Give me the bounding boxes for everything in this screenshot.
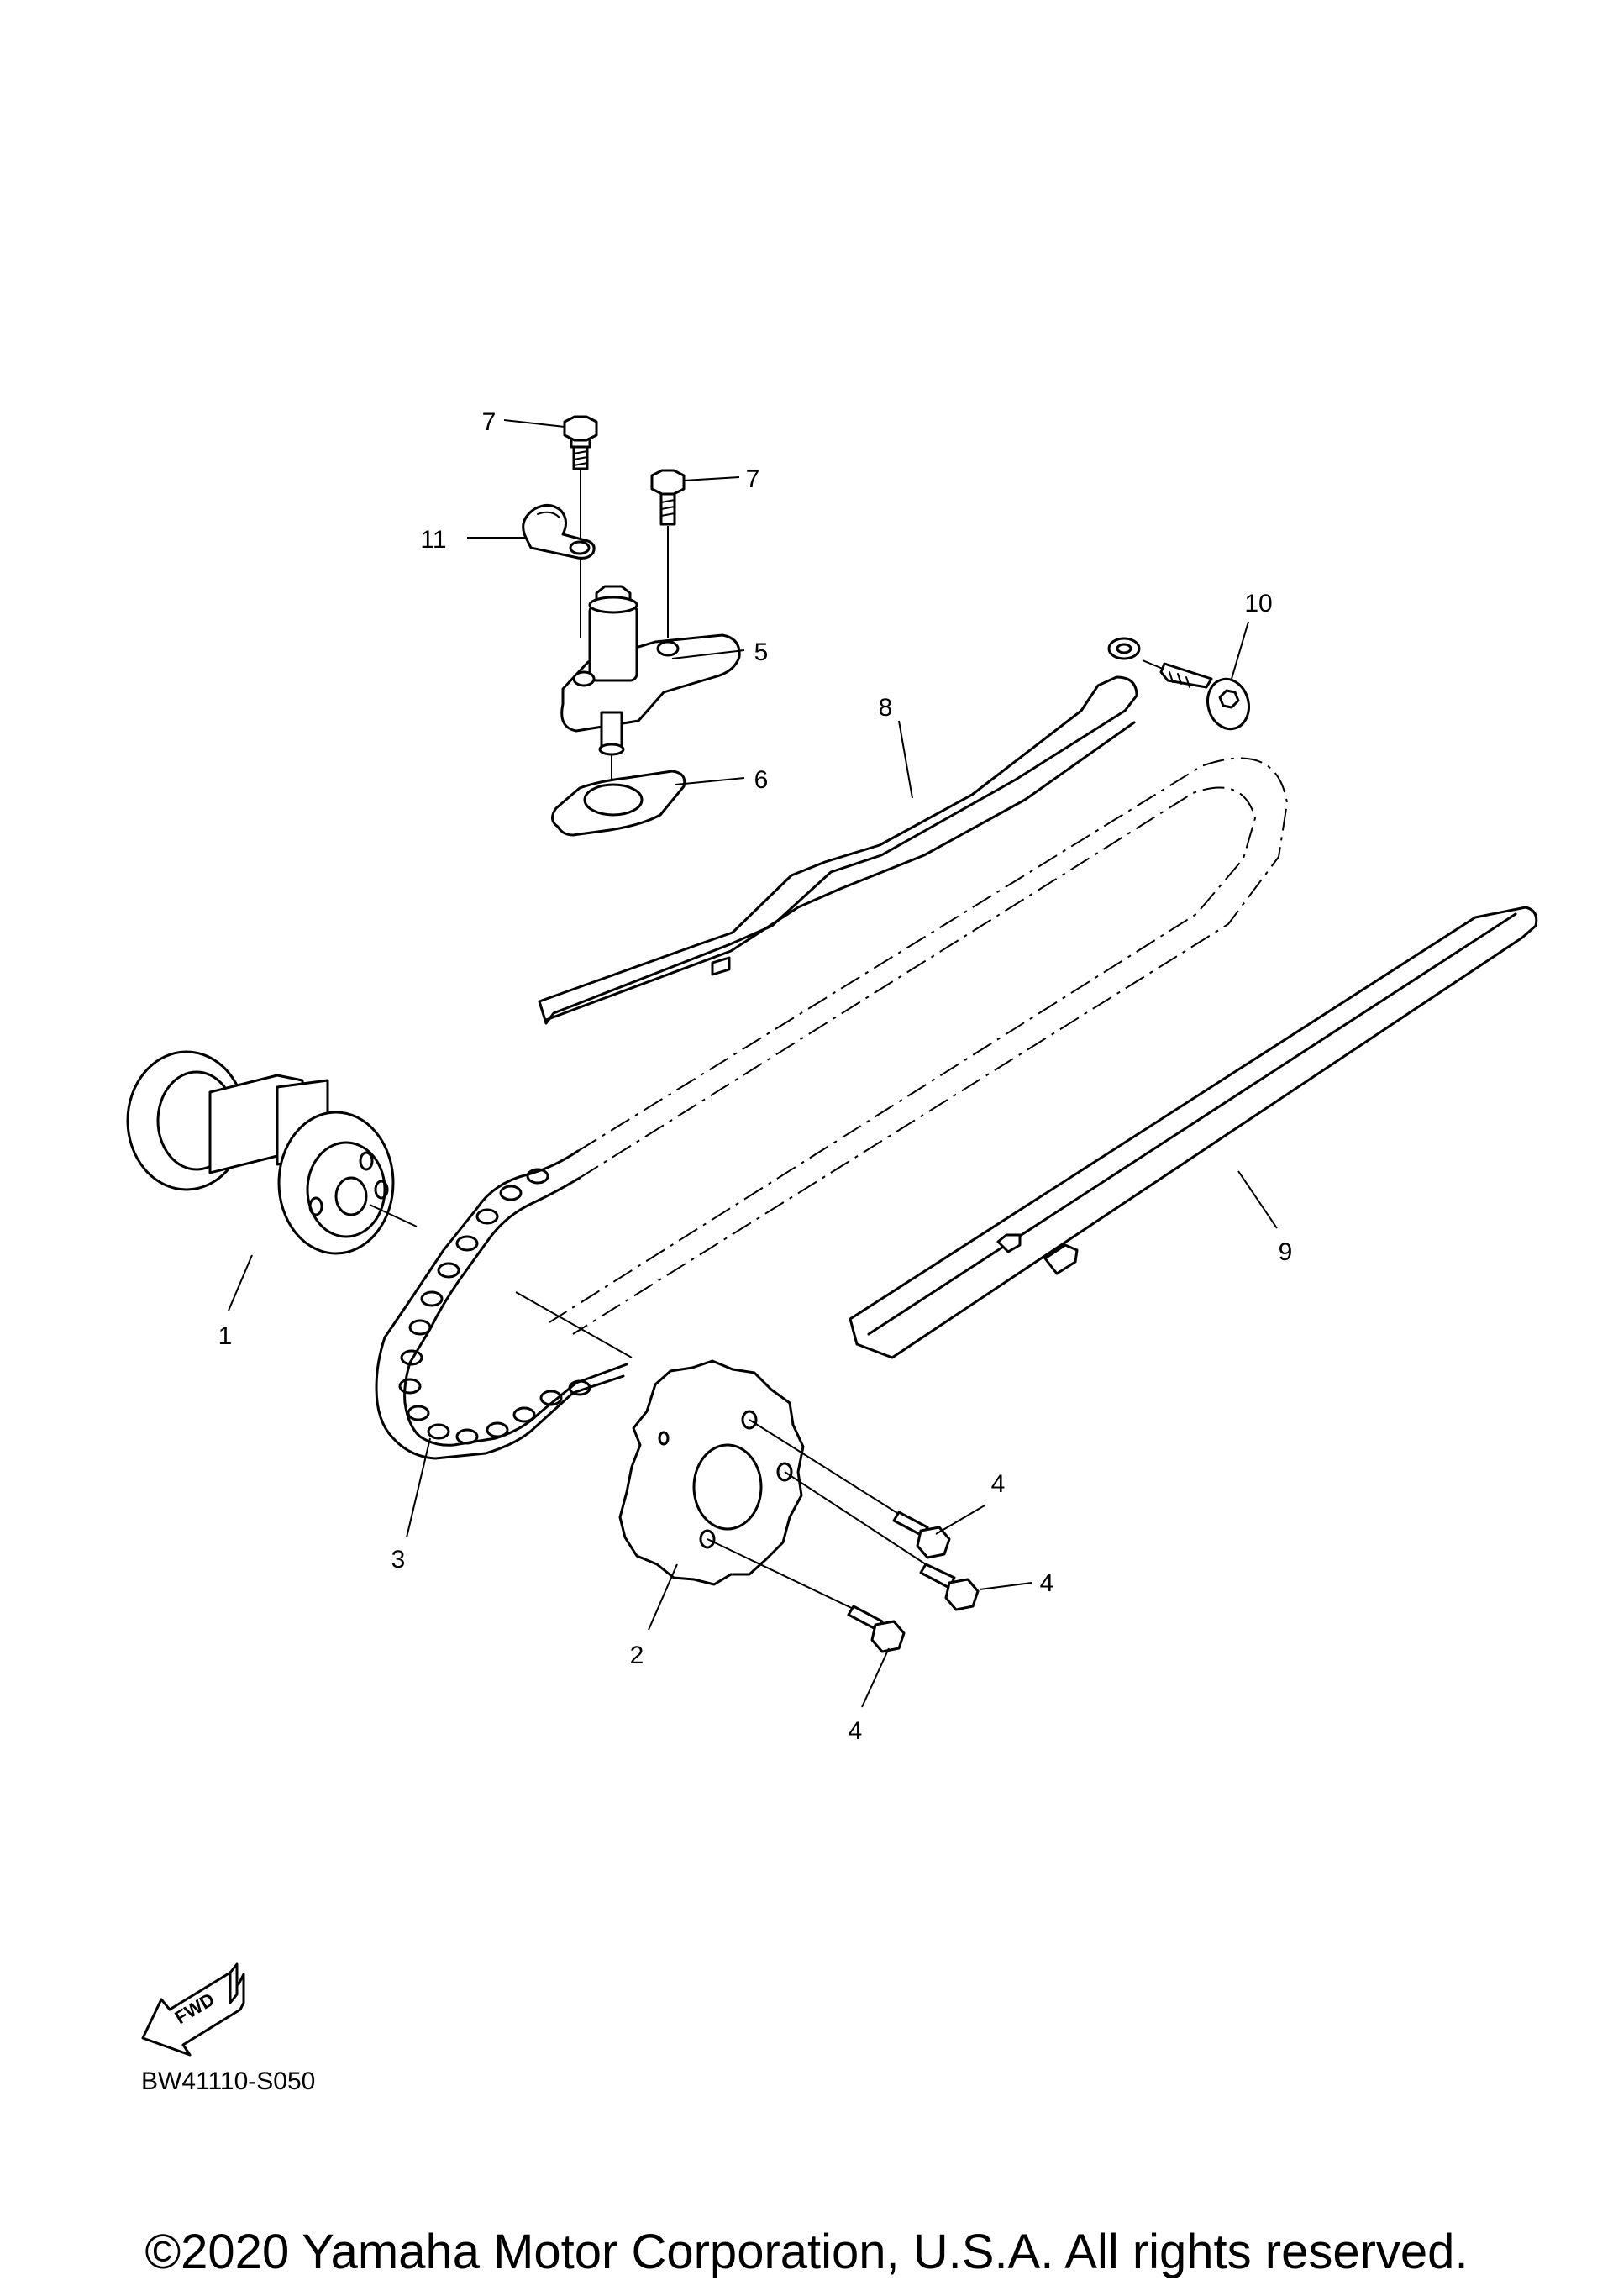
leader-4a [935, 1505, 985, 1535]
cam-chain-3 [375, 757, 1289, 1460]
leader-10 [1231, 621, 1249, 680]
dashline-camshaft-center [515, 1291, 633, 1358]
leader-6 [675, 777, 745, 785]
callout-8: 8 [879, 694, 893, 722]
fwd-arrow-icon: FWD [141, 1962, 245, 2057]
dashline-pivot-bolt [1142, 659, 1164, 670]
leader-5 [671, 649, 745, 659]
callout-6: 6 [754, 766, 769, 794]
gasket-6 [551, 770, 686, 837]
callout-2: 2 [630, 1642, 644, 1669]
camshaft-1 [126, 1050, 395, 1255]
leader-9 [1237, 1170, 1278, 1229]
callout-4-upper: 4 [991, 1470, 1006, 1498]
chain-guide-9 [849, 906, 1538, 1359]
callout-11: 11 [420, 526, 446, 554]
bolt-7-right [650, 469, 686, 526]
bolt-4-lower [847, 1605, 906, 1653]
bolt-4-upper [892, 1511, 951, 1559]
chain-guide-8 [538, 637, 1141, 1025]
leader-4b [979, 1582, 1032, 1590]
dashline-bolt-4b [784, 1471, 932, 1568]
leader-2 [648, 1563, 678, 1631]
copyright-notice: ©2020 Yamaha Motor Corporation, U.S.A. A… [144, 2225, 1468, 2279]
bolt-4-middle [919, 1563, 980, 1611]
callout-5: 5 [754, 638, 769, 666]
callout-7-left: 7 [482, 408, 497, 436]
dashline-bolt-4c [707, 1538, 859, 1612]
bolt-7-left [563, 415, 598, 470]
tensioner-5 [560, 585, 741, 756]
dashline-bolt-4a [749, 1419, 905, 1518]
callout-10: 10 [1244, 590, 1272, 617]
callout-7-right: 7 [746, 465, 760, 493]
callout-3: 3 [391, 1546, 406, 1574]
cam-sprocket-2 [618, 1359, 805, 1586]
leader-8 [898, 720, 913, 799]
dashline-camshaft [369, 1204, 418, 1227]
leader-1 [228, 1254, 253, 1311]
callout-4-lower: 4 [849, 1717, 863, 1745]
clamp-11 [522, 504, 596, 560]
diagram-code: BW41110-S050 [141, 2067, 315, 2095]
callout-1: 1 [218, 1322, 233, 1350]
leader-4c [861, 1647, 890, 1708]
leader-7a [503, 419, 565, 428]
callout-4-middle: 4 [1040, 1569, 1054, 1597]
leader-3 [406, 1437, 431, 1538]
callout-9: 9 [1279, 1238, 1293, 1266]
leader-7b [683, 476, 740, 481]
pivot-bolt-10 [1159, 662, 1250, 731]
